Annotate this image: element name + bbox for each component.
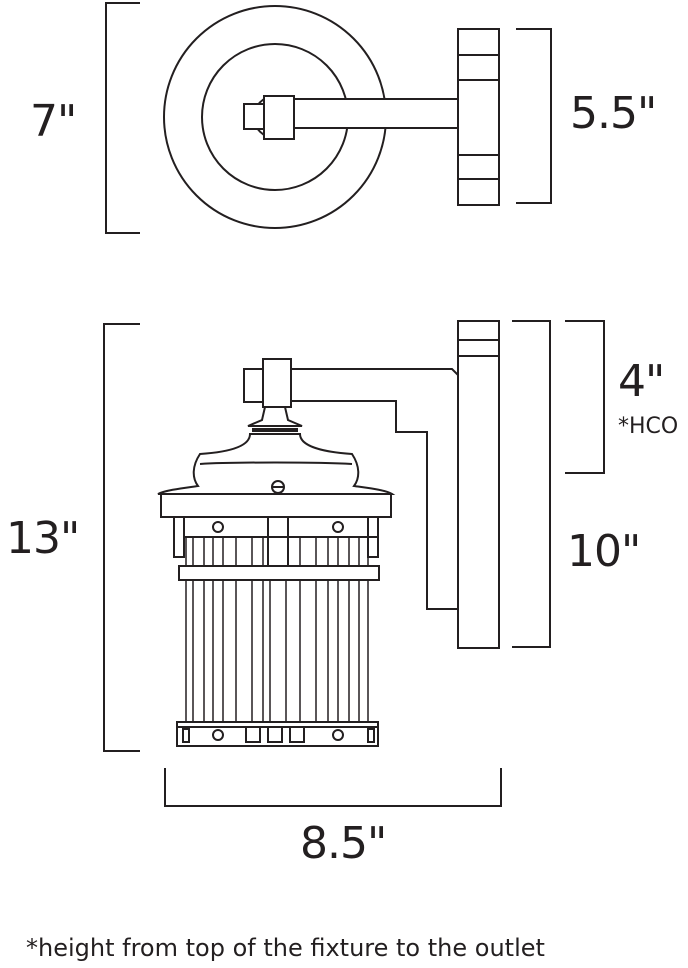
finial-square	[263, 95, 295, 140]
arm-connector	[262, 358, 292, 408]
bottom-band-window	[289, 726, 305, 743]
frame-rivet-icon	[212, 521, 224, 533]
backplate-top-view	[457, 28, 500, 206]
arm-top-view	[293, 98, 459, 129]
top-view	[105, 2, 552, 234]
frame-rivet-icon	[332, 521, 344, 533]
dim-label-8-5in: 8.5"	[300, 818, 387, 869]
middle-band	[178, 565, 380, 581]
upper-frame-post	[173, 516, 185, 558]
bottom-rivet-icon	[212, 729, 224, 741]
dim-label-4in: 4"	[618, 356, 665, 407]
dim-bracket-5-5in	[516, 28, 552, 204]
dim-label-10in: 10"	[567, 526, 641, 577]
bottom-band-window	[367, 728, 375, 743]
dim-bracket-4in	[565, 320, 605, 474]
side-view	[103, 320, 605, 807]
dim-bracket-13in	[103, 323, 140, 752]
backplate-side	[457, 320, 500, 649]
bottom-rivet-icon	[332, 729, 344, 741]
bottom-band-window	[182, 728, 190, 743]
lantern-cap	[157, 433, 396, 495]
dim-label-5-5in: 5.5"	[570, 88, 657, 139]
dim-label-7in: 7"	[30, 96, 77, 147]
dim-bracket-10in	[512, 320, 551, 648]
neck	[247, 406, 303, 427]
dim-bracket-7in	[105, 2, 140, 234]
bottom-band-window	[245, 726, 261, 743]
bottom-band-window	[267, 726, 283, 743]
footnote: *height from top of the fixture to the o…	[26, 934, 545, 962]
dim-label-13in: 13"	[6, 513, 80, 564]
dim-label-hco: *HCO	[618, 414, 679, 439]
finial-tab	[243, 103, 265, 130]
top-band	[160, 493, 392, 518]
arm-upper	[290, 368, 459, 376]
cap-detail	[199, 461, 353, 465]
arm-tab	[243, 368, 265, 403]
dim-bracket-8-5in	[164, 768, 502, 807]
arm-lower	[290, 400, 458, 610]
